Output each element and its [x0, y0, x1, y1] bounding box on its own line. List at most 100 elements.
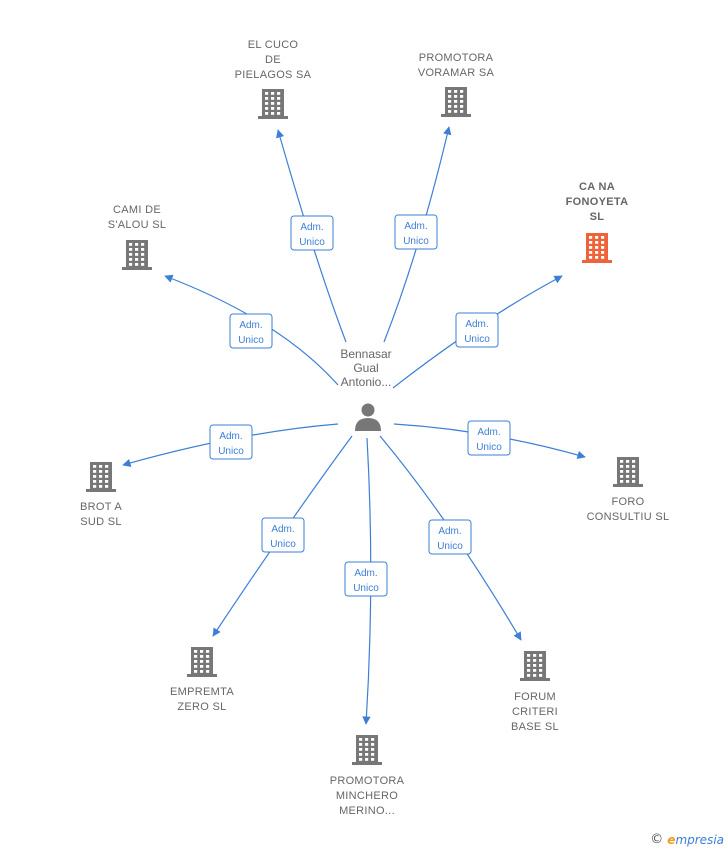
edge-label-text: Adm.	[404, 221, 427, 232]
edge-label-cami-de-salou[interactable]: Adm. Unico	[229, 313, 273, 349]
building-window	[620, 475, 624, 478]
edge-label-promotora-minchero[interactable]: Adm.Unico	[344, 561, 388, 597]
building-window	[105, 480, 109, 483]
building-window	[277, 92, 281, 95]
building-window	[200, 650, 204, 653]
building-window	[448, 100, 452, 103]
building-window	[206, 660, 210, 663]
building-base	[122, 267, 152, 270]
building-window	[359, 758, 363, 761]
building-window	[135, 243, 139, 246]
company-label: SUD SL	[80, 516, 122, 528]
building-window	[135, 258, 139, 261]
building-window	[626, 475, 630, 478]
building-base	[187, 674, 217, 677]
company-label: PROMOTORA	[330, 775, 405, 787]
building-window	[448, 110, 452, 113]
edge-label-brot-a-sud[interactable]: Adm.Unico	[209, 424, 253, 460]
brand-logo[interactable]: empresia	[667, 833, 724, 847]
edge-label-foro-consultiu[interactable]: Adm.Unico	[467, 420, 511, 456]
edge-label-promotora-voramar[interactable]: Adm. Unico	[394, 214, 438, 250]
building-window	[93, 485, 97, 488]
building-window	[589, 256, 593, 259]
building-window	[265, 112, 269, 115]
building-window	[371, 743, 375, 746]
brand-initial: e	[667, 832, 676, 847]
center-node[interactable]: BennasarGualAntonio...	[340, 347, 392, 431]
building-window	[200, 660, 204, 663]
building-base	[613, 484, 643, 487]
edge-label-text: Adm.	[239, 320, 262, 331]
building-window	[141, 243, 145, 246]
building-window	[539, 669, 543, 672]
building-window	[454, 90, 458, 93]
building-window	[626, 470, 630, 473]
building-base	[441, 114, 471, 117]
edge-label-el-cuco[interactable]: Adm. Unico	[290, 215, 334, 251]
building-window	[448, 95, 452, 98]
company-node-cami-de-salou[interactable]: CAMI DES'ALOU SL	[108, 204, 167, 270]
building-window	[135, 253, 139, 256]
company-label: ZERO SL	[177, 701, 226, 713]
building-icon	[352, 735, 382, 765]
building-window	[595, 241, 599, 244]
building-window	[365, 753, 369, 756]
edge-label-text: Unico	[238, 335, 264, 346]
edge-label-empremta-zero[interactable]: Adm.Unico	[261, 517, 305, 553]
building-icon	[441, 87, 471, 117]
building-window	[206, 650, 210, 653]
company-label: EL CUCO	[248, 39, 299, 51]
edge-label-text: Adm.	[300, 222, 323, 233]
building-window	[371, 758, 375, 761]
building-icon	[520, 651, 550, 681]
edge-label-forum-criteri-base[interactable]: Adm.Unico	[428, 519, 472, 555]
building-icon	[613, 457, 643, 487]
building-window	[135, 263, 139, 266]
building-window	[632, 470, 636, 473]
company-label: CAMI DE	[113, 204, 161, 216]
edge-label-text: Unico	[299, 237, 325, 248]
building-window	[601, 251, 605, 254]
building-window	[277, 112, 281, 115]
building-base	[86, 489, 116, 492]
building-window	[271, 102, 275, 105]
building-window	[448, 105, 452, 108]
building-window	[200, 670, 204, 673]
person-icon	[355, 403, 381, 431]
building-window	[595, 236, 599, 239]
building-window	[206, 665, 210, 668]
building-window	[277, 102, 281, 105]
building-window	[533, 674, 537, 677]
building-window	[359, 753, 363, 756]
edge-label-box	[209, 424, 253, 460]
building-window	[135, 248, 139, 251]
building-window	[527, 664, 531, 667]
edge-label-ca-na-fonoyeta[interactable]: Adm.Unico	[455, 312, 499, 348]
building-window	[632, 475, 636, 478]
building-window	[359, 738, 363, 741]
company-label: DE	[265, 54, 281, 66]
edge-label-text: Unico	[218, 446, 244, 457]
building-window	[460, 110, 464, 113]
building-window	[99, 485, 103, 488]
building-window	[105, 475, 109, 478]
building-window	[460, 105, 464, 108]
person-label: Gual	[353, 361, 378, 375]
building-window	[601, 256, 605, 259]
building-window	[105, 470, 109, 473]
edge-label-text: Unico	[403, 236, 429, 247]
company-node-promotora-minchero[interactable]: PROMOTORAMINCHEROMERINO...	[330, 735, 405, 817]
building-window	[200, 665, 204, 668]
company-label: BASE SL	[511, 721, 559, 733]
building-window	[129, 253, 133, 256]
building-window	[620, 470, 624, 473]
building-window	[194, 670, 198, 673]
